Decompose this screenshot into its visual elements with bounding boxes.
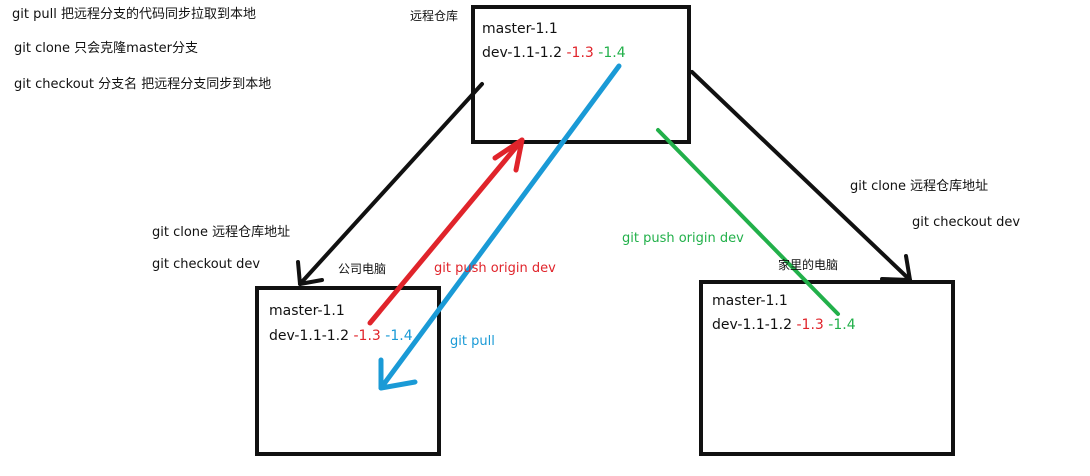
office-master-branch: master-1.1 [269, 303, 345, 319]
home-dev-label: dev-1.1-1.2 [712, 317, 793, 333]
office-dev-label: dev-1.1-1.2 [269, 328, 350, 344]
office-version-1-4: -1.4 [385, 328, 413, 344]
office-pull-label: git pull [450, 334, 495, 349]
pull-arrow-office [378, 63, 622, 391]
home-pc-box [699, 280, 955, 456]
office-push-label: git push origin dev [434, 261, 556, 276]
home-clone-command: git clone 远程仓库地址 [850, 179, 989, 194]
note-git-clone-master: git clone 只会克隆master分支 [14, 41, 199, 56]
remote-version-1-4: -1.4 [598, 45, 626, 61]
office-pc-title: 公司电脑 [338, 262, 387, 276]
office-checkout-command: git checkout dev [152, 257, 261, 272]
office-clone-command: git clone 远程仓库地址 [152, 225, 291, 240]
remote-dev-branch: dev-1.1-1.2 -1.3 -1.4 [482, 45, 626, 61]
remote-repo-box [471, 5, 691, 144]
home-checkout-command: git checkout dev [912, 215, 1021, 230]
office-dev-branch: dev-1.1-1.2 -1.3 -1.4 [269, 328, 413, 344]
remote-version-1-3: -1.3 [566, 45, 594, 61]
note-git-checkout: git checkout 分支名 把远程分支同步到本地 [14, 77, 272, 92]
remote-dev-label: dev-1.1-1.2 [482, 45, 563, 61]
clone-arrow-home [690, 70, 912, 282]
office-version-1-3: -1.3 [353, 328, 381, 344]
push-line-home [656, 128, 840, 316]
remote-master-branch: master-1.1 [482, 21, 558, 37]
home-dev-branch: dev-1.1-1.2 -1.3 -1.4 [712, 317, 856, 333]
office-pc-box [255, 286, 441, 456]
home-version-1-4: -1.4 [828, 317, 856, 333]
clone-arrow-office [296, 82, 484, 286]
home-version-1-3: -1.3 [796, 317, 824, 333]
push-arrow-office [367, 137, 525, 326]
home-master-branch: master-1.1 [712, 293, 788, 309]
home-pc-title: 家里的电脑 [778, 258, 839, 272]
remote-repo-title: 远程仓库 [410, 9, 459, 23]
home-push-label: git push origin dev [622, 231, 744, 246]
note-git-pull: git pull 把远程分支的代码同步拉取到本地 [12, 7, 256, 22]
